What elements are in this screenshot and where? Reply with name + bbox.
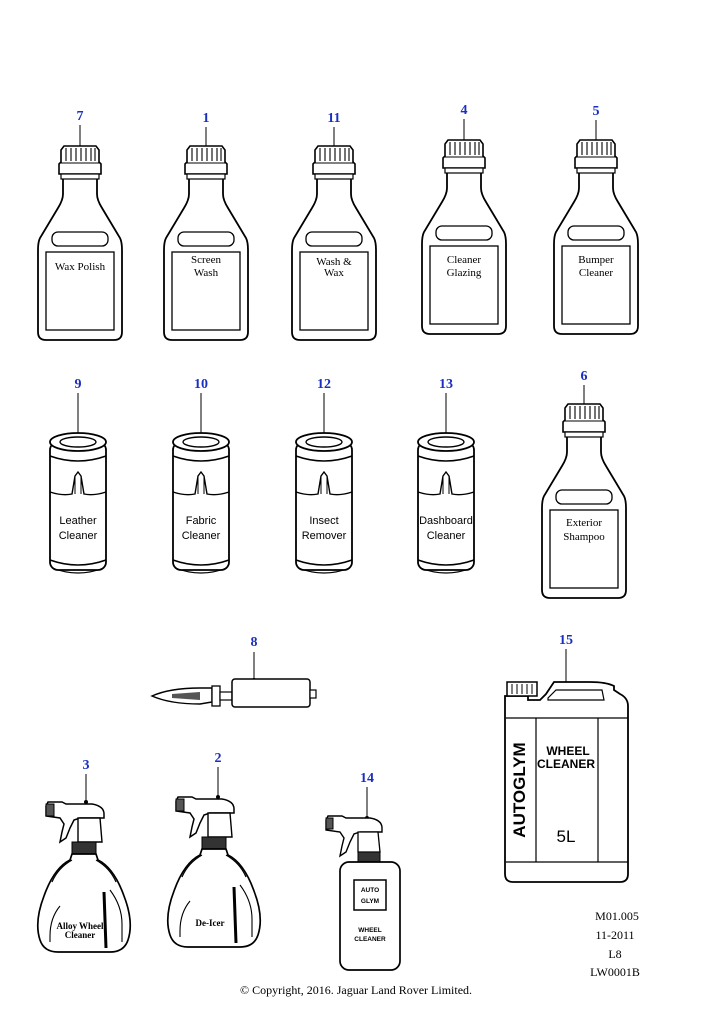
part-15-label-line-2: CLEANER <box>537 757 595 771</box>
part-4-label-line-2: Glazing <box>447 267 482 279</box>
callout-10: 10 <box>194 377 208 392</box>
callout-3: 3 <box>83 758 90 773</box>
part-8: 8 <box>150 635 317 708</box>
callout-11: 11 <box>327 111 340 126</box>
part-7-label-line-1: Wax Polish <box>55 261 106 273</box>
part-10-label-line-1: Fabric <box>186 515 217 527</box>
autoglym-brand-text: AUTOGLYM <box>510 742 529 837</box>
part-13-label-line-1: Dashboard <box>419 515 473 527</box>
part-10-label-line-2: Cleaner <box>182 530 221 542</box>
part-14-label-line-1: WHEEL <box>358 927 382 934</box>
callout-5: 5 <box>593 104 600 119</box>
copyright: © Copyright, 2016. Jaguar Land Rover Lim… <box>240 983 472 997</box>
callout-8: 8 <box>251 635 258 650</box>
autoglym-volume: 5L <box>557 827 576 846</box>
part-4-label-line-1: Cleaner <box>447 254 482 266</box>
part-3-label-line-1: Alloy Wheel <box>56 921 104 931</box>
part-5-label-line-2: Cleaner <box>579 267 614 279</box>
callout-12: 12 <box>317 377 331 392</box>
part-1-label-line-1: Screen <box>191 254 221 266</box>
callout-7: 7 <box>77 109 84 124</box>
part-9-label-line-1: Leather <box>59 515 97 527</box>
part-9-label-line-2: Cleaner <box>59 530 98 542</box>
callout-6: 6 <box>581 369 588 384</box>
part-6-label-line-2: Shampoo <box>563 531 605 543</box>
part-11-label-line-2: Wax <box>324 267 344 279</box>
ref-line-4: LW0001B <box>590 965 640 979</box>
part-14-brand-line-1: AUTO <box>361 887 379 894</box>
ref-line-2: 11-2011 <box>595 928 634 942</box>
callout-15: 15 <box>559 633 573 648</box>
callout-13: 13 <box>439 377 453 392</box>
ref-line-1: M01.005 <box>595 909 639 923</box>
part-5-label-line-1: Bumper <box>578 254 614 266</box>
part-15: 15 AUTOGLYM WHEEL CLEANER 5L <box>504 633 629 883</box>
part-13-label-line-2: Cleaner <box>427 530 466 542</box>
part-11-label-line-1: Wash & <box>316 256 352 268</box>
part-14-brand-line-2: GLYM <box>361 898 379 905</box>
drawing-reference: M01.005 11-2011 L8 LW0001B <box>590 909 640 979</box>
part-6-label-line-1: Exterior <box>566 517 602 529</box>
callout-2: 2 <box>215 751 222 766</box>
part-2-label: De-Icer <box>196 918 225 928</box>
part-2: 2 De-Icer <box>166 751 262 949</box>
callout-9: 9 <box>75 377 82 392</box>
callout-4: 4 <box>461 103 468 118</box>
part-1-label-line-2: Wash <box>194 267 219 279</box>
ref-line-3: L8 <box>608 947 621 961</box>
part-3-label-line-2: Cleaner <box>65 930 96 940</box>
part-14: 14 AUTO GLYM WHEEL CLEANER <box>325 771 401 971</box>
callout-1: 1 <box>203 111 210 126</box>
part-12-label-line-1: Insect <box>309 515 338 527</box>
callout-14: 14 <box>360 771 374 786</box>
part-15-label-line-1: WHEEL <box>546 744 589 758</box>
part-12-label-line-2: Remover <box>302 530 347 542</box>
part-3: 3 Alloy Wheel Cleaner <box>36 758 132 954</box>
part-14-label-line-2: CLEANER <box>354 936 386 943</box>
